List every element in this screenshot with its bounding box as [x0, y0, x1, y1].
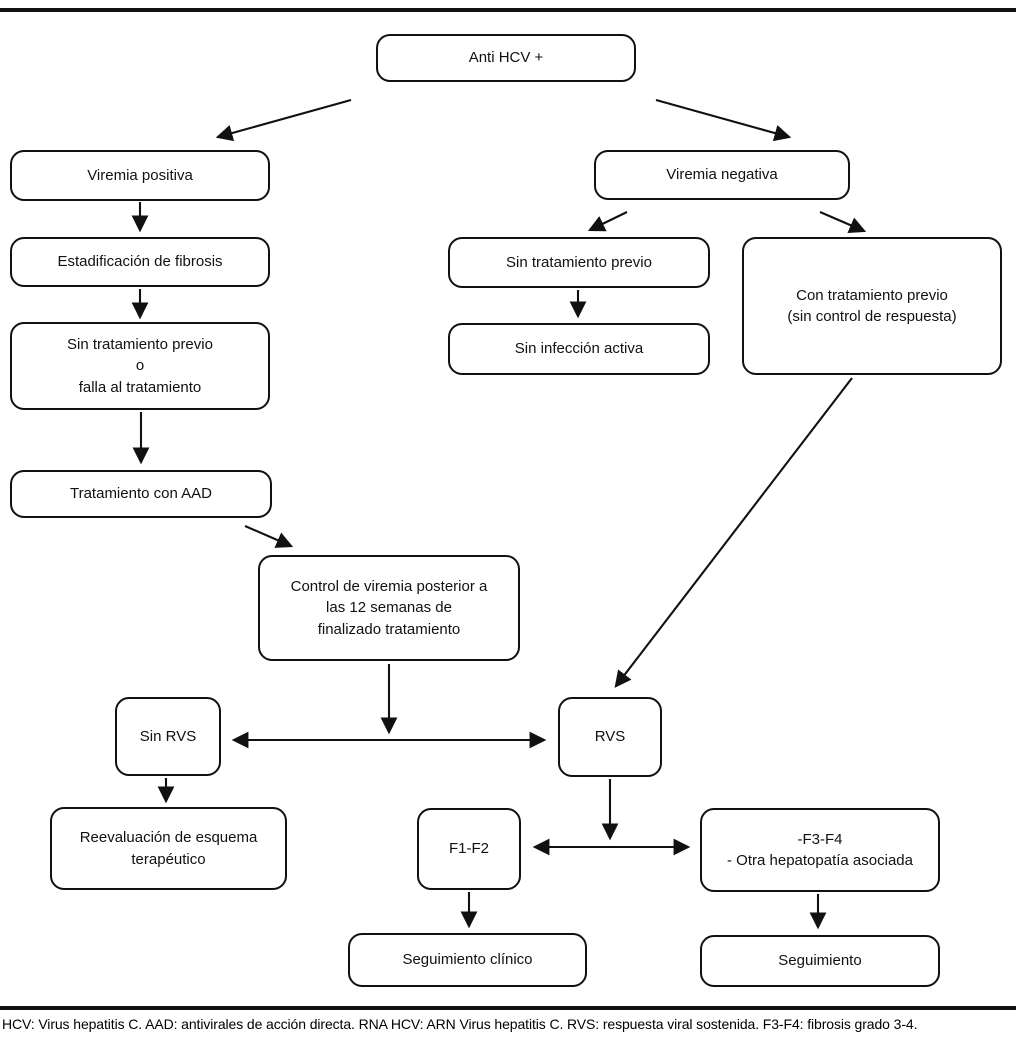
arrow-viremia-negativa-to-con-trat-previo [819, 211, 867, 233]
node-sin-infeccion-activa: Sin infección activa [448, 323, 710, 375]
arrow-tratamiento-aad-to-control-viremia [244, 525, 294, 548]
top-border-rule [0, 8, 1016, 12]
node-f3-f4-otra-hepatopatia: -F3-F4 - Otra hepatopatía asociada [700, 808, 940, 892]
footnote-divider-rule [0, 1006, 1016, 1010]
node-f1-f2: F1-F2 [417, 808, 521, 890]
node-anti-hcv: Anti HCV + [376, 34, 636, 82]
node-seguimiento: Seguimiento [700, 935, 940, 987]
node-sin-tratamiento-previo: Sin tratamiento previo [448, 237, 710, 288]
node-seguimiento-clinico: Seguimiento clínico [348, 933, 587, 987]
arrow-viremia-negativa-to-sin-trat-previo [587, 211, 628, 232]
node-rvs: RVS [558, 697, 662, 777]
arrow-anti-hcv-to-viremia-negativa [655, 98, 792, 142]
node-control-viremia: Control de viremia posterior a las 12 se… [258, 555, 520, 661]
abbreviations-footnote: HCV: Virus hepatitis C. AAD: antivirales… [2, 1016, 918, 1032]
node-sin-tratamiento-o-falla: Sin tratamiento previo o falla al tratam… [10, 322, 270, 410]
node-viremia-negativa: Viremia negativa [594, 150, 850, 200]
node-reevaluacion-esquema: Reevaluación de esquema terapéutico [50, 807, 287, 890]
node-estadificacion-fibrosis: Estadificación de fibrosis [10, 237, 270, 287]
node-viremia-positiva: Viremia positiva [10, 150, 270, 201]
node-tratamiento-aad: Tratamiento con AAD [10, 470, 272, 518]
arrow-anti-hcv-to-viremia-positiva [215, 98, 352, 142]
arrow-con-trat-previo-to-rvs [614, 377, 853, 688]
node-con-tratamiento-previo: Con tratamiento previo (sin control de r… [742, 237, 1002, 375]
node-sin-rvs: Sin RVS [115, 697, 221, 776]
